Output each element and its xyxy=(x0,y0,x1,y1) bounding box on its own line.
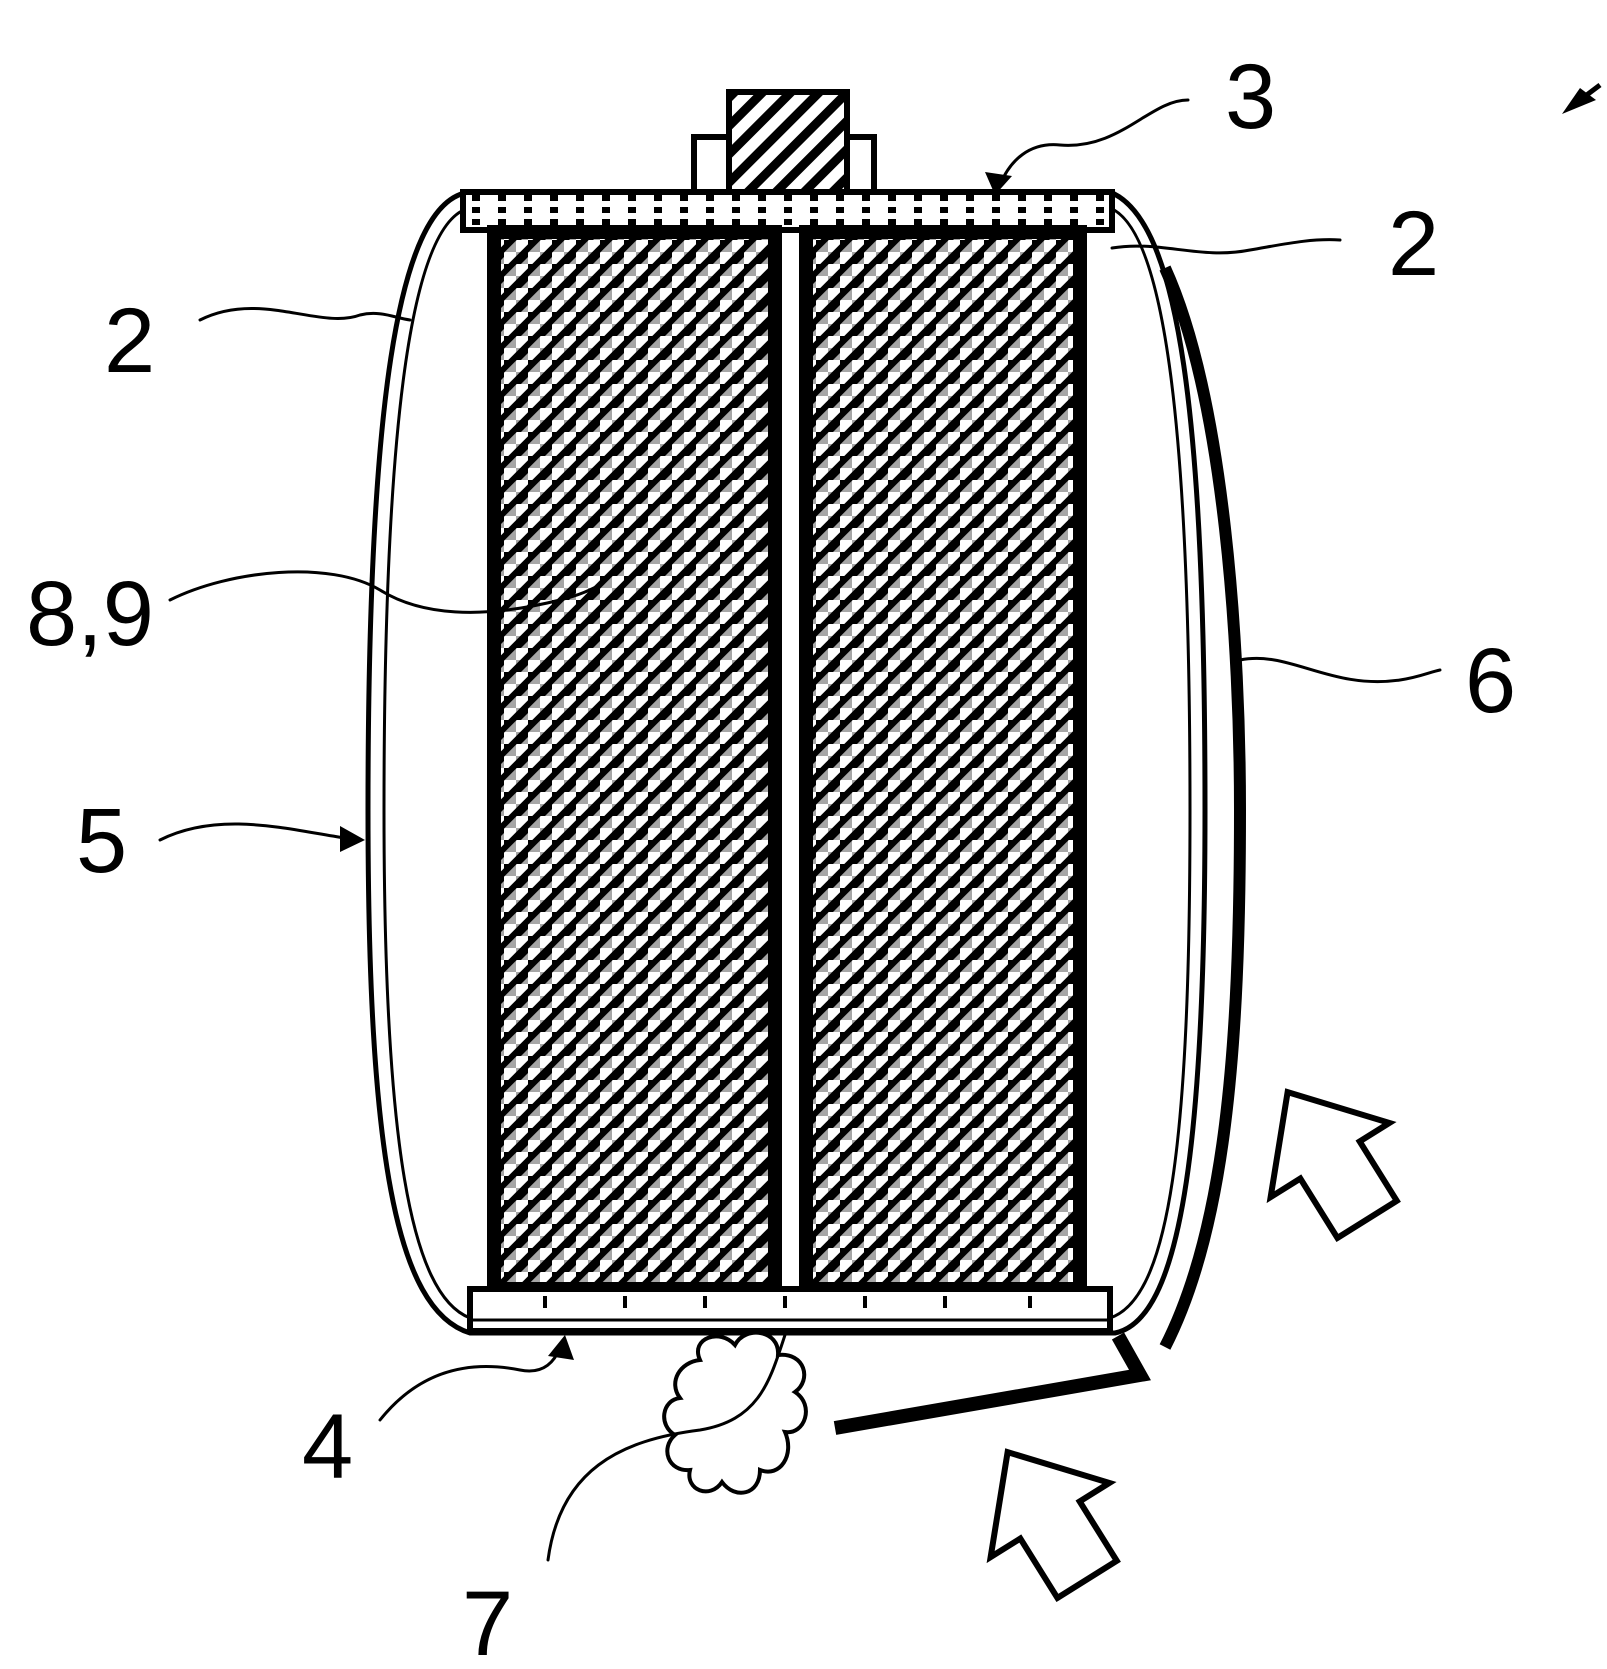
ref-2-right: 2 xyxy=(1388,193,1439,295)
leader-5-arrowhead xyxy=(340,826,365,852)
top-plate xyxy=(463,192,1112,230)
ref-5: 5 xyxy=(76,790,127,892)
corner-reference-arrow xyxy=(1562,85,1600,114)
heat-arrow-upper xyxy=(1228,1055,1426,1256)
leader-3 xyxy=(1000,100,1188,185)
ref-3: 3 xyxy=(1225,46,1276,148)
leader-2-left xyxy=(200,309,410,320)
ref-7: 7 xyxy=(462,1573,513,1669)
gas-cloud xyxy=(664,1333,806,1493)
heat-arrow-lower xyxy=(948,1415,1146,1616)
ref-2-left: 2 xyxy=(104,290,155,392)
electrode-stack-left xyxy=(494,232,775,1289)
leader-2-right xyxy=(1112,240,1340,253)
ref-6: 6 xyxy=(1465,630,1516,732)
bottom-plate xyxy=(470,1289,1110,1331)
electrode-stack-right xyxy=(806,232,1080,1289)
ref-4: 4 xyxy=(302,1396,353,1498)
vent-duct xyxy=(835,1336,1140,1428)
leader-5 xyxy=(160,824,345,840)
ref-8-9: 8,9 xyxy=(26,563,154,665)
leader-4-arrowhead xyxy=(548,1335,574,1360)
leader-4 xyxy=(380,1348,560,1420)
terminal-cap xyxy=(694,92,874,194)
leader-6 xyxy=(1240,658,1440,681)
